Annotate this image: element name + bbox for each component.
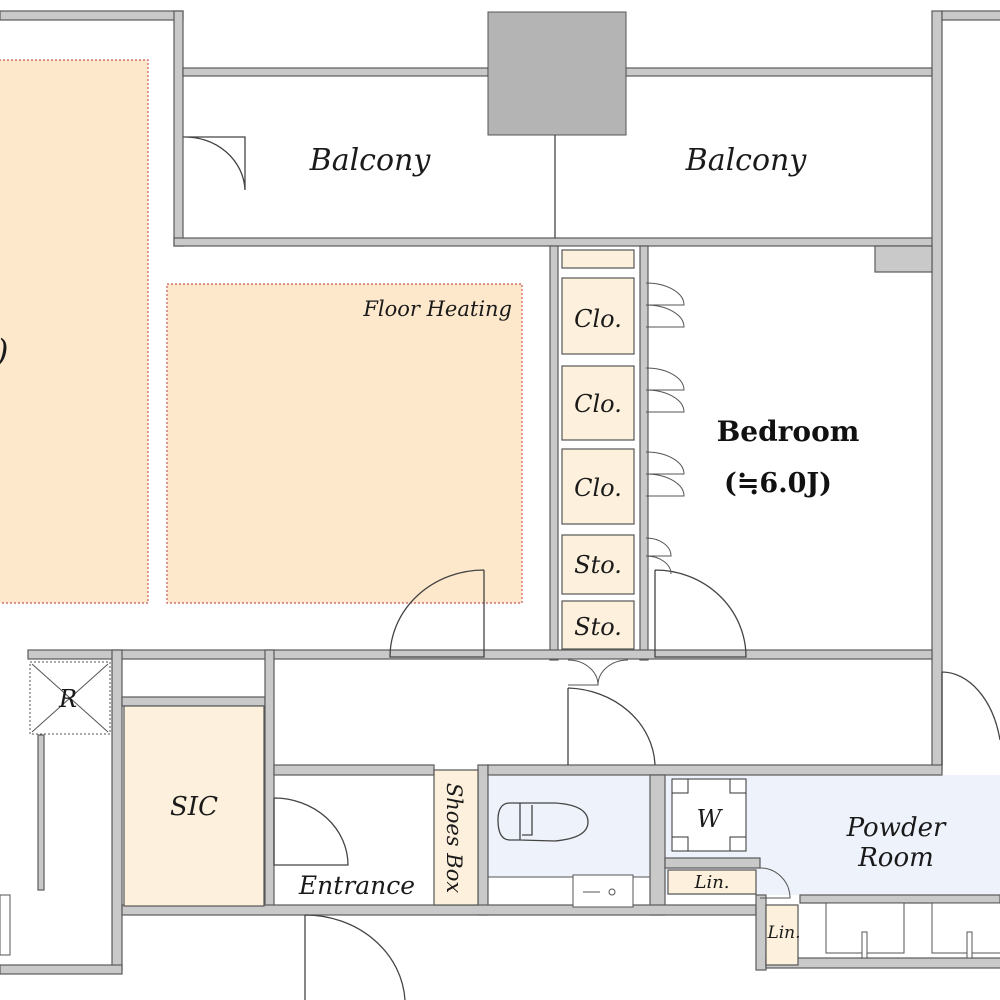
- structural-column: [487, 11, 627, 136]
- sic-room: [123, 705, 265, 907]
- bedroom-size-label: (≒6.0J): [724, 468, 832, 499]
- closet-3: [561, 448, 635, 525]
- closet-2: [561, 365, 635, 441]
- bedroom-label: Bedroom: [717, 415, 860, 448]
- closet-1-label: Clo.: [574, 305, 622, 333]
- storage-2-label: Sto.: [574, 613, 622, 641]
- toilet-icon: [497, 802, 589, 842]
- ldk-floor-heating-area: [0, 59, 149, 604]
- closet-1: [561, 277, 635, 355]
- shoes-box-label: Shoes Box: [442, 783, 466, 894]
- floor-heating-label: Floor Heating: [362, 297, 512, 321]
- linen-2: [765, 904, 799, 966]
- storage-1-label: Sto.: [574, 551, 622, 579]
- linen-1: [667, 869, 757, 895]
- washer-space: [671, 778, 747, 852]
- powder-room-label-line2: Room: [857, 843, 934, 873]
- vanity-sinks: [825, 902, 1000, 959]
- shelf: [561, 249, 635, 269]
- linen-1-label: Lin.: [693, 872, 729, 893]
- shoes-box: [433, 769, 479, 906]
- linen-2-label: Lin.: [766, 923, 800, 943]
- closet-2-label: Clo.: [574, 390, 622, 418]
- balcony-right-label: Balcony: [685, 143, 808, 178]
- refrigerator-label: R: [58, 685, 77, 713]
- washer-label: W: [697, 805, 724, 833]
- ldk-label-partial: ): [0, 332, 8, 370]
- toilet-room: [488, 775, 650, 877]
- sink-icon: [572, 874, 634, 908]
- edge-fixture: [0, 894, 11, 956]
- closet-3-label: Clo.: [574, 474, 622, 502]
- entrance-label: Entrance: [298, 871, 415, 900]
- storage-2: [561, 600, 635, 650]
- powder-room-label-line1: Powder: [846, 813, 947, 843]
- storage-1: [561, 534, 635, 595]
- floor-heating-area: [166, 283, 523, 604]
- refrigerator-space: [29, 661, 111, 735]
- balcony-left-label: Balcony: [309, 143, 432, 178]
- doors: [182, 136, 1000, 1000]
- sic-label: SIC: [170, 792, 218, 822]
